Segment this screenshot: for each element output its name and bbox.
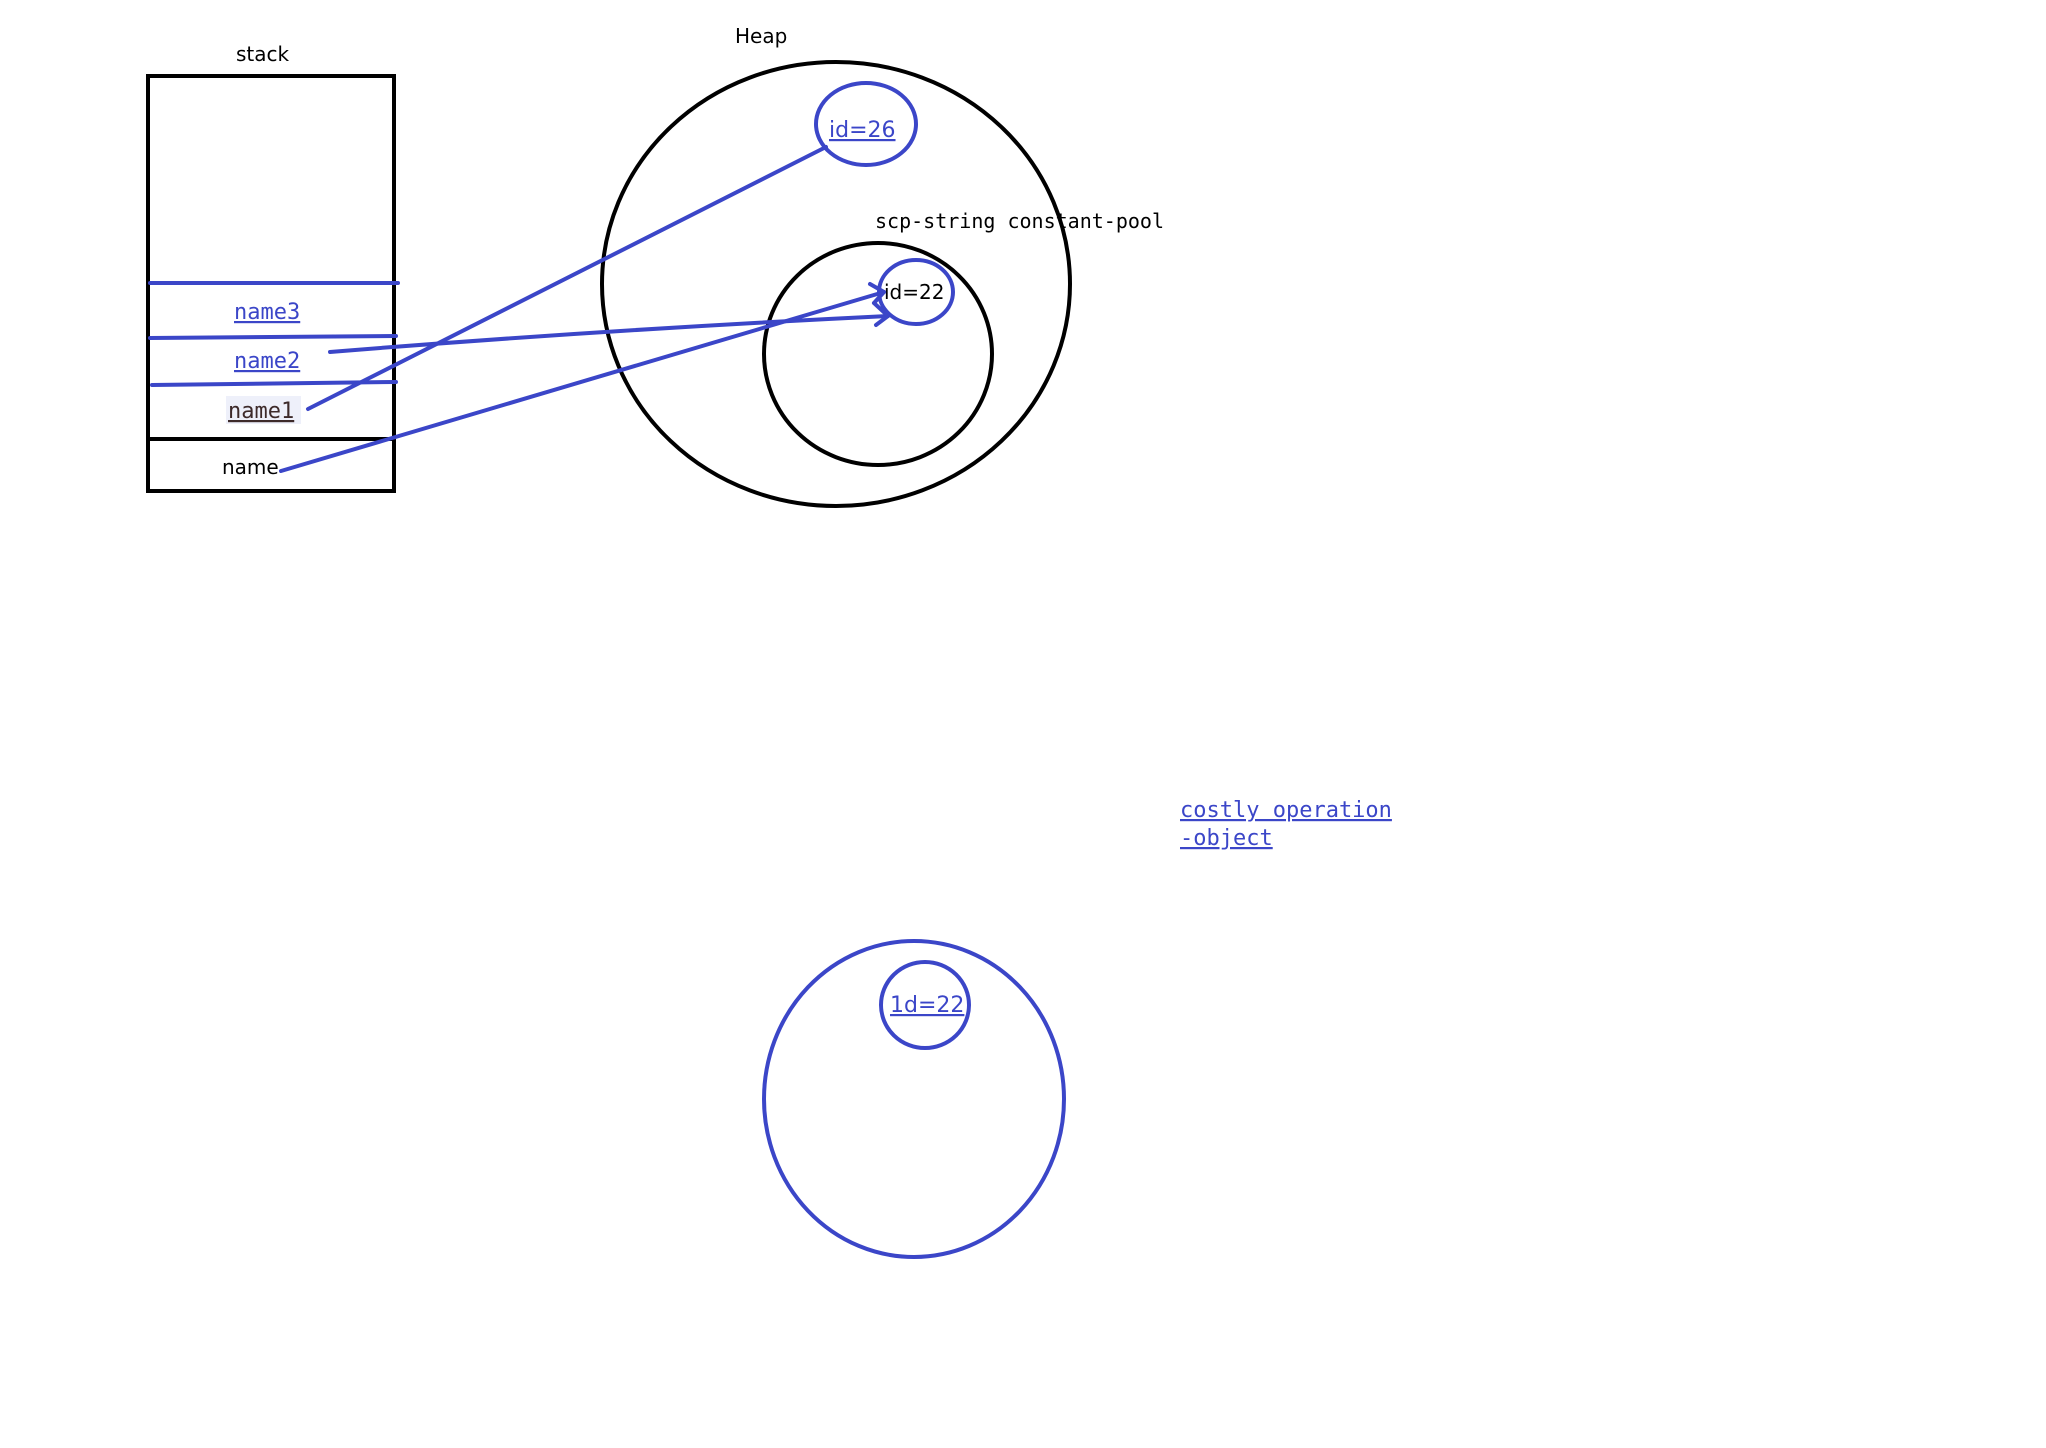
heap-object-26-label: id=26: [829, 118, 896, 143]
stack-title: stack: [236, 42, 290, 66]
note-line1: costly operation: [1180, 798, 1392, 823]
heap-title: Heap: [735, 24, 787, 48]
pool-circle: [762, 241, 994, 467]
pool-title: scp-string constant-pool: [875, 209, 1164, 233]
note-line2: -object: [1180, 826, 1273, 851]
bottom-object-circle: [879, 960, 971, 1050]
bottom-circle: [762, 939, 1066, 1259]
arrowhead-name: [868, 282, 886, 305]
arrow-name2-to-id22: [328, 314, 890, 354]
stack-divider-name2: [148, 334, 398, 340]
stack-slot-name3: name3: [234, 300, 300, 325]
arrow-name1-to-id26: [306, 145, 828, 411]
bottom-object-label: 1d=22: [890, 993, 964, 1018]
arrowhead-name2: [872, 301, 890, 327]
stack-slot-name2: name2: [234, 349, 300, 374]
stack-slot-name1: name1: [228, 399, 294, 424]
heap-circle: [600, 60, 1072, 508]
stack-slot-name1-highlight: [226, 396, 301, 424]
stack-slot-name: name: [222, 455, 279, 479]
arrow-name-to-id22: [279, 290, 886, 473]
heap-object-26-circle: [814, 81, 918, 167]
pool-object-22-label: id=22: [884, 280, 944, 304]
stack-divider-name1: [150, 380, 398, 387]
